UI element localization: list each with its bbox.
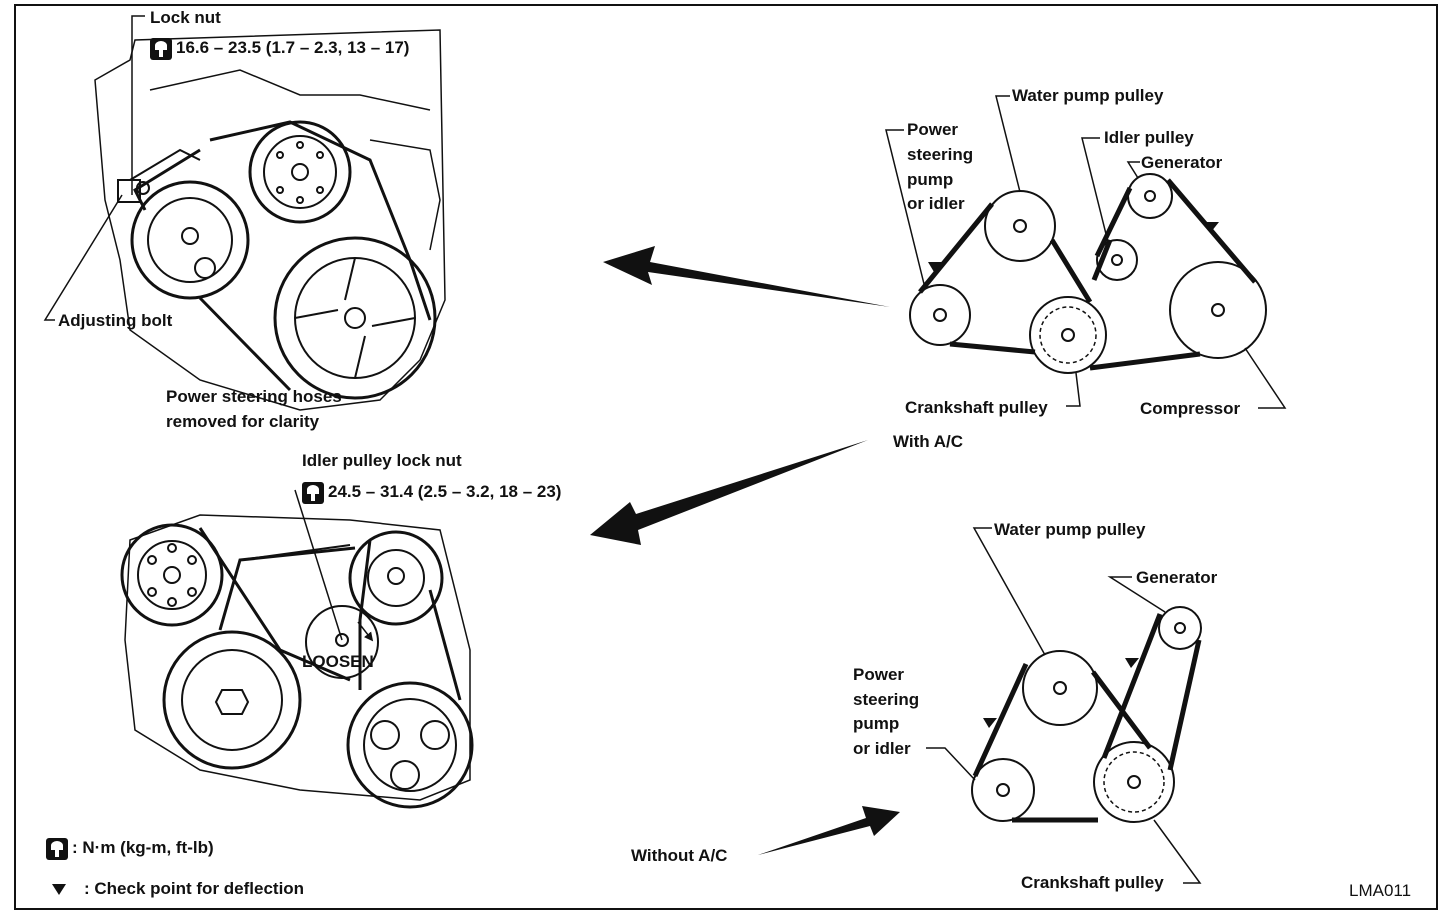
legend-torque: : N·m (kg-m, ft-lb) <box>46 836 214 860</box>
ps-hoses-line1: Power steering hoses <box>166 387 342 406</box>
lock-nut-torque-value: 16.6 – 23.5 (1.7 – 2.3, 13 – 17) <box>176 38 410 57</box>
ps-pump-label-noac-4: or idler <box>853 739 911 758</box>
adjusting-bolt-label: Adjusting bolt <box>58 311 173 330</box>
crankshaft-pulley-ac <box>1029 296 1107 374</box>
water-pump-pulley-ac <box>984 190 1056 262</box>
lock-nut-label: Lock nut <box>150 8 221 27</box>
crankshaft-pulley-noac <box>1093 741 1175 823</box>
legend-check-point: : Check point for deflection <box>52 877 304 901</box>
compressor-pulley-ac <box>1169 261 1267 359</box>
wrench-icon <box>302 481 324 504</box>
generator-label-ac: Generator <box>1141 153 1223 172</box>
crankshaft-pulley-label-ac: Crankshaft pulley <box>905 398 1048 417</box>
ps-pump-pulley-ac <box>909 284 971 346</box>
without-ac-caption: Without A/C <box>631 846 728 865</box>
water-pump-pulley-label-ac: Water pump pulley <box>1012 86 1164 105</box>
idler-lock-nut-torque-value: 24.5 – 31.4 (2.5 – 3.2, 18 – 23) <box>328 482 562 501</box>
idler-lock-nut-label: Idler pulley lock nut <box>302 451 462 470</box>
leader-lines-without-ac <box>926 527 1202 884</box>
leader-lines-with-ac <box>885 95 1287 409</box>
idler-pulley-ac <box>1096 239 1138 281</box>
with-ac-routing-diagram <box>909 173 1267 374</box>
with-ac-caption: With A/C <box>893 432 964 451</box>
triangle-marker-icon <box>52 884 66 896</box>
wrench-icon <box>46 837 68 860</box>
ps-pump-label-ac-3: pump <box>907 170 954 189</box>
ps-pump-label-ac-1: Power <box>907 120 959 139</box>
lock-nut-torque: 16.6 – 23.5 (1.7 – 2.3, 13 – 17) <box>150 36 409 60</box>
generator-label-noac: Generator <box>1136 568 1218 587</box>
water-pump-pulley-label-noac: Water pump pulley <box>994 520 1146 539</box>
engine-sketch-top <box>94 29 446 411</box>
ps-pump-pulley-noac <box>971 758 1035 822</box>
ps-pump-label-noac-2: steering <box>853 690 920 709</box>
crankshaft-pulley-label-noac: Crankshaft pulley <box>1021 873 1164 892</box>
legend-torque-text: : N·m (kg-m, ft-lb) <box>72 838 214 857</box>
engine-sketch-bottom <box>120 514 474 809</box>
idler-lock-nut-torque: 24.5 – 31.4 (2.5 – 3.2, 18 – 23) <box>302 480 561 504</box>
direction-arrows <box>590 246 900 855</box>
water-pump-pulley-noac <box>1022 650 1098 726</box>
legend-check-point-text: : Check point for deflection <box>84 879 305 898</box>
ps-pump-label-ac-4: or idler <box>907 194 965 213</box>
ps-pump-label-noac-3: pump <box>853 714 900 733</box>
wrench-icon <box>150 37 172 60</box>
generator-pulley-noac <box>1158 606 1202 650</box>
ps-hoses-line2: removed for clarity <box>166 412 320 431</box>
leader-lines-top-left <box>43 15 145 321</box>
ps-pump-label-ac-2: steering <box>907 145 974 164</box>
without-ac-routing-diagram <box>971 606 1202 823</box>
figure-id: LMA011 <box>1349 881 1412 900</box>
ps-pump-label-noac-1: Power <box>853 665 905 684</box>
leader-lines-bottom-left <box>294 489 374 642</box>
loosen-label: LOOSEN <box>302 652 374 671</box>
idler-pulley-label-ac: Idler pulley <box>1104 128 1194 147</box>
generator-pulley-ac <box>1127 173 1173 219</box>
figure-frame <box>14 4 1438 910</box>
compressor-label-ac: Compressor <box>1140 399 1241 418</box>
